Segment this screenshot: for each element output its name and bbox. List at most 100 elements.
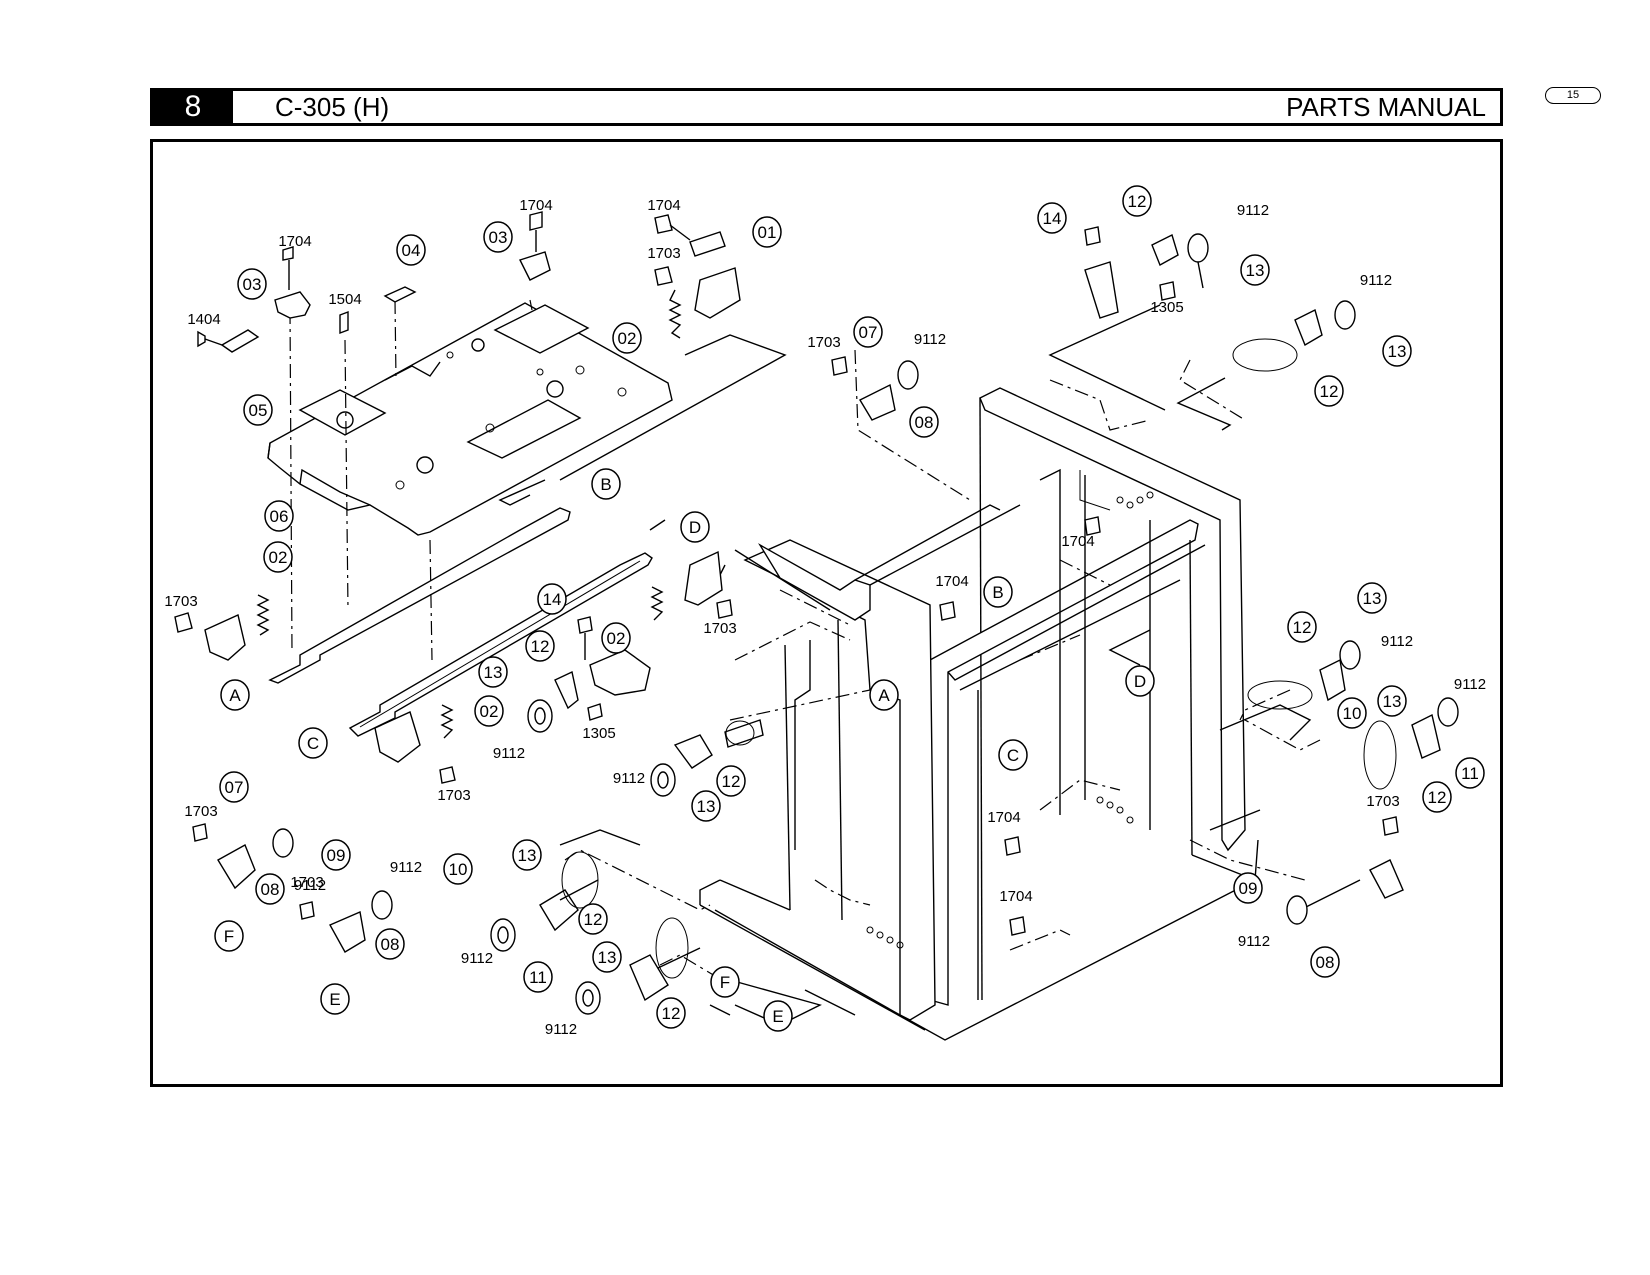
callout-circle bbox=[255, 873, 285, 905]
callout-circle bbox=[1287, 611, 1317, 643]
part-number-label: 1703 bbox=[703, 620, 736, 637]
callout-circle bbox=[592, 941, 622, 973]
part-number-label: 1703 bbox=[164, 593, 197, 610]
diagram-frame bbox=[150, 139, 1503, 1087]
callout-13: 13 bbox=[1240, 254, 1270, 286]
part-number-label: 1704 bbox=[935, 573, 968, 590]
callout-14: 14 bbox=[537, 583, 567, 615]
callout-label: A bbox=[229, 686, 241, 705]
part-number-label: 1305 bbox=[1150, 299, 1183, 316]
callout-04: 04 bbox=[396, 234, 426, 266]
callout-B: B bbox=[591, 468, 621, 500]
callout-label: F bbox=[224, 927, 234, 946]
callout-02: 02 bbox=[263, 541, 293, 573]
callout-circle bbox=[512, 839, 542, 871]
callout-circle bbox=[716, 765, 746, 797]
callout-circle bbox=[237, 268, 267, 300]
callout-circle bbox=[1122, 185, 1152, 217]
callout-circle bbox=[263, 541, 293, 573]
callout-C: C bbox=[998, 739, 1028, 771]
callout-label: 08 bbox=[915, 413, 934, 432]
callout-09: 09 bbox=[1233, 872, 1263, 904]
callout-label: 01 bbox=[758, 223, 777, 242]
callout-circle bbox=[983, 576, 1013, 608]
callout-D: D bbox=[680, 511, 710, 543]
callout-circle bbox=[578, 903, 608, 935]
part-number-label: 9112 bbox=[461, 950, 493, 967]
callout-circle bbox=[298, 727, 328, 759]
callout-circle bbox=[320, 983, 350, 1015]
callout-label: 13 bbox=[1246, 261, 1265, 280]
part-number-label: 1305 bbox=[582, 725, 615, 742]
callout-label: 12 bbox=[662, 1004, 681, 1023]
model-name: C-305 (H) bbox=[275, 92, 390, 122]
leader-lines bbox=[498, 304, 1361, 1026]
top-plate-assembly bbox=[267, 302, 673, 536]
callout-12: 12 bbox=[1314, 375, 1344, 407]
callout-circle bbox=[214, 920, 244, 952]
callout-circle bbox=[691, 790, 721, 822]
part-number-label: 1704 bbox=[647, 197, 680, 214]
callout-circle bbox=[443, 853, 473, 885]
callout-E: E bbox=[763, 1000, 793, 1032]
callout-circle bbox=[483, 221, 513, 253]
callout-label: B bbox=[600, 475, 611, 494]
callout-circle bbox=[1337, 697, 1367, 729]
callout-circle bbox=[601, 622, 631, 654]
callout-label: C bbox=[1007, 746, 1019, 765]
callout-13: 13 bbox=[1357, 582, 1387, 614]
callout-11: 11 bbox=[523, 961, 553, 993]
part-number-label: 9112 bbox=[1237, 202, 1269, 219]
callout-12: 12 bbox=[1422, 781, 1452, 813]
part-number-label: 1703 bbox=[437, 787, 470, 804]
callout-circle bbox=[612, 322, 642, 354]
part-number-label: 1704 bbox=[987, 809, 1020, 826]
callout-circle bbox=[1377, 685, 1407, 717]
callout-F: F bbox=[710, 966, 740, 998]
main-frame bbox=[699, 387, 1259, 1041]
callout-label: 13 bbox=[697, 797, 716, 816]
callout-label: B bbox=[992, 583, 1003, 602]
callout-circle bbox=[537, 583, 567, 615]
callout-circle bbox=[375, 928, 405, 960]
callout-circle bbox=[909, 406, 939, 438]
callout-circle bbox=[525, 630, 555, 662]
callout-08: 08 bbox=[909, 406, 939, 438]
callout-07: 07 bbox=[219, 771, 249, 803]
callout-circle bbox=[243, 394, 273, 426]
callout-08: 08 bbox=[255, 873, 285, 905]
callout-label: 13 bbox=[1363, 589, 1382, 608]
callout-circle bbox=[710, 966, 740, 998]
callout-label: E bbox=[329, 990, 340, 1009]
callout-12: 12 bbox=[525, 630, 555, 662]
callout-A: A bbox=[220, 679, 250, 711]
callout-09: 09 bbox=[321, 839, 351, 871]
callout-label: 11 bbox=[529, 968, 547, 987]
callout-01: 01 bbox=[752, 216, 782, 248]
callout-circle bbox=[680, 511, 710, 543]
callout-label: 03 bbox=[489, 228, 508, 247]
rails bbox=[268, 507, 653, 737]
callout-circle bbox=[998, 739, 1028, 771]
callout-circle bbox=[1455, 757, 1485, 789]
callout-label: 12 bbox=[584, 910, 603, 929]
callout-label: 06 bbox=[270, 507, 289, 526]
callout-circle bbox=[478, 656, 508, 688]
part-number-label: 9112 bbox=[914, 331, 946, 348]
callout-A: A bbox=[869, 679, 899, 711]
callout-D: D bbox=[1125, 665, 1155, 697]
part-number-label: 1703 bbox=[184, 803, 217, 820]
callout-circle bbox=[591, 468, 621, 500]
callout-label: 11 bbox=[1461, 764, 1479, 783]
callout-circle bbox=[219, 771, 249, 803]
callout-circle bbox=[396, 234, 426, 266]
callout-C: C bbox=[298, 727, 328, 759]
callout-F: F bbox=[214, 920, 244, 952]
callout-circle bbox=[656, 997, 686, 1029]
part-number-label: 9112 bbox=[545, 1021, 577, 1038]
manual-title: PARTS MANUAL bbox=[1286, 92, 1486, 122]
section-number: 8 bbox=[153, 91, 233, 123]
callout-label: 13 bbox=[484, 663, 503, 682]
part-number-label: 9112 bbox=[613, 770, 645, 787]
